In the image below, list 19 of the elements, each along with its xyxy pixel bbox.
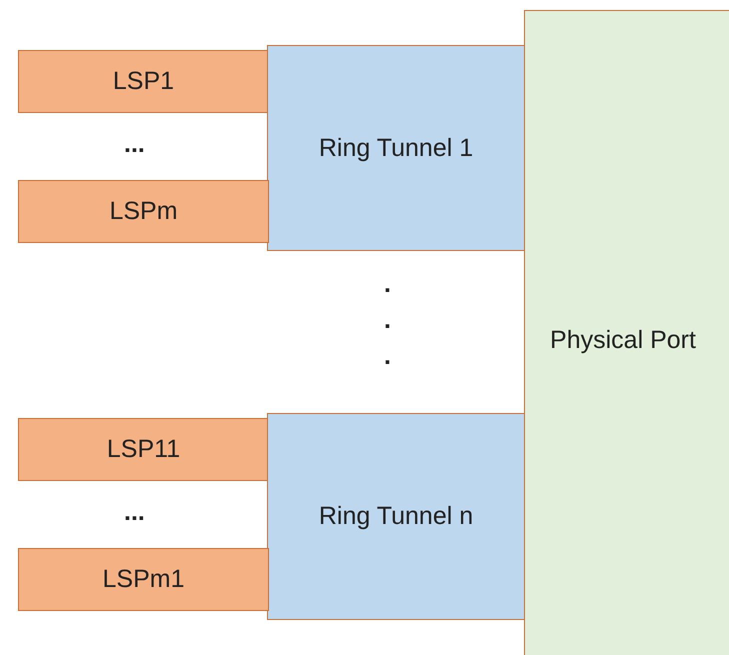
- lsp-box: [18, 50, 269, 113]
- tunnel-box: [267, 413, 525, 620]
- ellipsis-mark: ...: [124, 500, 145, 525]
- tunnel-box: [267, 45, 525, 251]
- node-label: LSPm1: [102, 565, 184, 594]
- node-label: Ring Tunnel n: [318, 502, 474, 531]
- lsp-box: [18, 180, 269, 243]
- node-label: LSPm: [109, 197, 178, 226]
- lsp-box: [18, 418, 269, 481]
- node-label: Ring Tunnel 1: [318, 134, 474, 162]
- node-label: LSP11: [106, 435, 180, 464]
- dot-mark: .: [384, 344, 391, 369]
- dot-mark: .: [384, 308, 391, 333]
- dot-mark: .: [384, 272, 391, 297]
- port-box: [524, 10, 729, 655]
- node-label: LSP1: [112, 67, 174, 96]
- ellipsis-mark: ...: [124, 132, 145, 157]
- node-label: Physical Port: [550, 326, 696, 354]
- lsp-box: [18, 548, 269, 611]
